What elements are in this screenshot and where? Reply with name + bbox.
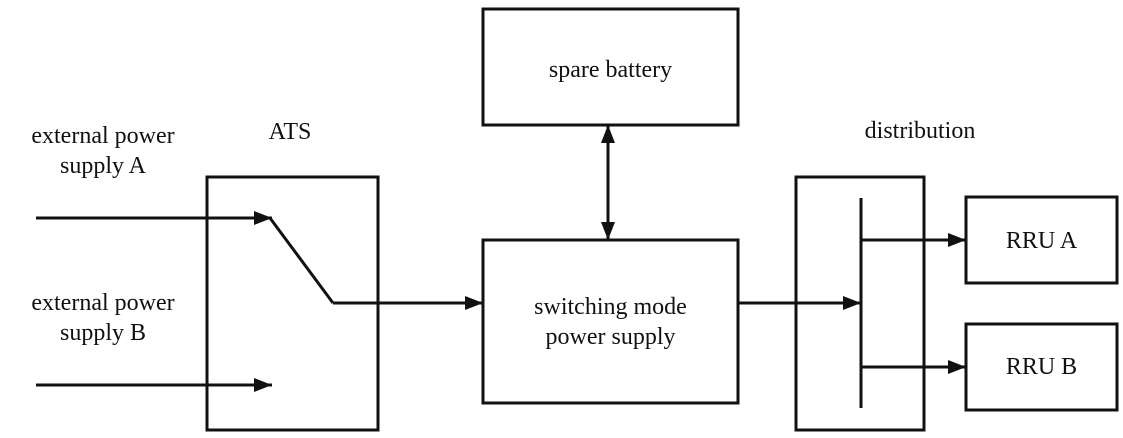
smps-box	[481, 238, 740, 405]
external-supply-a-line2: supply A	[59, 153, 146, 179]
external-supply-b-label: external power supply B	[8, 288, 198, 348]
ats-switch-blade	[268, 217, 335, 304]
external-supply-a-line1: external power	[31, 123, 175, 149]
ats-label: ATS	[268, 119, 312, 145]
external-supply-b-line2: supply B	[59, 320, 146, 346]
rru-b-label: RRU B	[1005, 354, 1078, 380]
smps-label-line2: power supply	[545, 324, 676, 350]
smps-label: switching mode power supply	[483, 292, 738, 352]
external-supply-b-line1: external power	[31, 290, 175, 316]
external-supply-a-label: external power supply A	[8, 121, 198, 181]
distribution-label: distribution	[864, 118, 976, 144]
rru-a-label: RRU A	[1005, 228, 1078, 254]
spare-battery-label: spare battery	[548, 57, 673, 83]
smps-label-line1: switching mode	[534, 294, 687, 320]
